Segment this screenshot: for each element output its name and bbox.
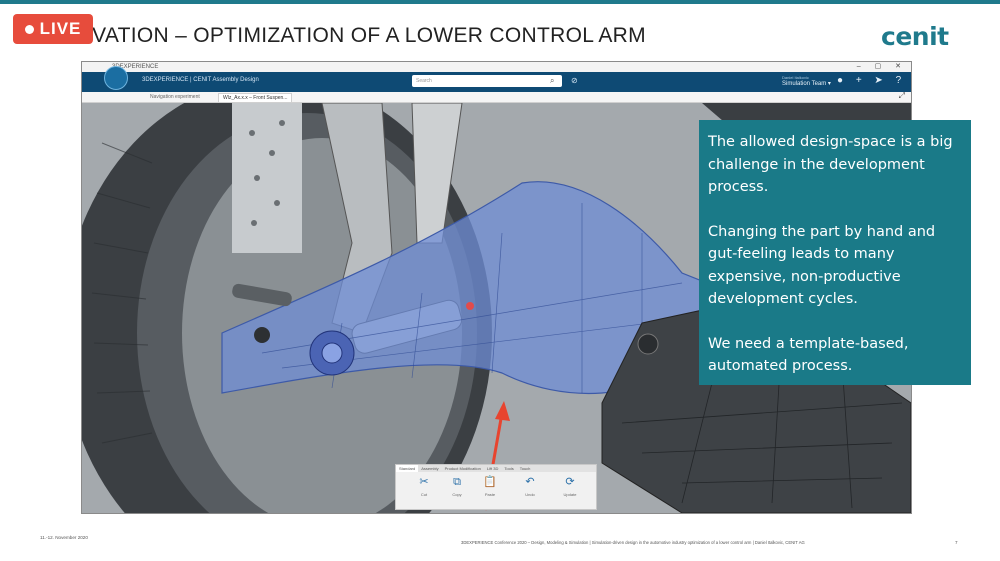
update-label: Update	[563, 492, 577, 497]
tab-front-suspension[interactable]: Wlz_Ax.x.x – Front Suspen...	[218, 93, 293, 102]
copy-button[interactable]: ⧉ Copy	[443, 475, 471, 497]
team-selector[interactable]: Simulation Team ▾	[782, 81, 831, 87]
window-titlebar: 3DEXPERIENCE – ▢ ✕	[82, 62, 911, 72]
page-number: 7	[955, 540, 958, 545]
compass-icon[interactable]	[104, 66, 128, 90]
paste-button[interactable]: 📋 Paste	[476, 475, 504, 497]
update-icon: ⟳	[565, 476, 575, 488]
undo-icon: ↶	[525, 476, 535, 488]
tab-navigation-experiment[interactable]: Navigation experiment	[150, 94, 200, 100]
search-input[interactable]: Search	[412, 75, 562, 87]
live-dot-icon	[24, 24, 34, 34]
cut-icon: ✂	[419, 476, 429, 488]
toolbar-tab-assembly[interactable]: Assembly	[421, 466, 439, 471]
undo-label: Undo	[525, 492, 535, 497]
toolbar-tab-product-modification[interactable]: Product Modification	[444, 466, 481, 471]
slide-title: IVATION – OPTIMIZATION OF A LOWER CONTRO…	[86, 24, 646, 47]
footer-date: 11.-12. November 2020	[40, 535, 88, 540]
paste-label: Paste	[484, 492, 496, 497]
3d-viewport[interactable]	[82, 103, 911, 513]
info-callout: The allowed design-space is a big challe…	[699, 120, 971, 385]
live-badge: LIVE	[13, 14, 93, 44]
undo-button[interactable]: ↶ Undo	[516, 475, 544, 497]
top-accent-bar	[0, 0, 1000, 4]
toolbar-tab-tools[interactable]: Tools	[504, 466, 514, 471]
brake-disc	[232, 103, 302, 253]
header-action-icons[interactable]: ● + ➤ ?	[837, 75, 907, 86]
document-tabs: Navigation experiment Wlz_Ax.x.x – Front…	[82, 91, 911, 103]
copy-label: Copy	[452, 492, 462, 497]
live-label: LIVE	[39, 19, 82, 38]
user-name: Daniel Italkovic	[782, 75, 809, 80]
app-brand: 3DEXPERIENCE | CENIT Assembly Design	[142, 77, 259, 83]
cut-label: Cut	[420, 492, 428, 497]
tag-icon[interactable]: ⊘	[571, 76, 578, 85]
info-paragraph-template: We need a template-based, automated proc…	[708, 335, 909, 375]
contact-point	[466, 302, 474, 310]
toolbar-tools: ✂ Cut ⧉ Copy 📋 Paste ↶ Undo ⟳ Update	[396, 475, 596, 509]
cenit-logo: cenit	[881, 22, 949, 51]
search-icon[interactable]: ⌕	[550, 76, 555, 85]
info-paragraph-manual-changes: Changing the part by hand and gut-feelin…	[708, 223, 936, 308]
arrow-head-icon	[495, 401, 510, 421]
toolbar-tab-touch[interactable]: Touch	[519, 466, 531, 471]
cut-button[interactable]: ✂ Cut	[410, 475, 438, 497]
paste-icon: 📋	[483, 476, 497, 488]
footer-conference-text: 3DEXPERIENCE Conference 2020 – Design, M…	[461, 540, 805, 545]
user-info[interactable]: Daniel Italkovic Simulation Team ▾	[782, 74, 831, 88]
toolbar-tab-standard[interactable]: Standard	[396, 465, 419, 472]
copy-icon: ⧉	[453, 476, 461, 488]
app-header: 3DEXPERIENCE | CENIT Assembly Design Sea…	[82, 72, 911, 92]
window-title: 3DEXPERIENCE	[112, 64, 159, 70]
window-controls[interactable]: – ▢ ✕	[856, 63, 907, 70]
info-paragraph-design-space: The allowed design-space is a big challe…	[708, 134, 953, 195]
fit-all-icon[interactable]: ⤢	[898, 91, 905, 100]
update-button[interactable]: ⟳ Update	[556, 475, 584, 497]
toolbar-tab-lift-3d[interactable]: Lift 3D	[486, 466, 499, 471]
suspension-model	[82, 103, 911, 513]
